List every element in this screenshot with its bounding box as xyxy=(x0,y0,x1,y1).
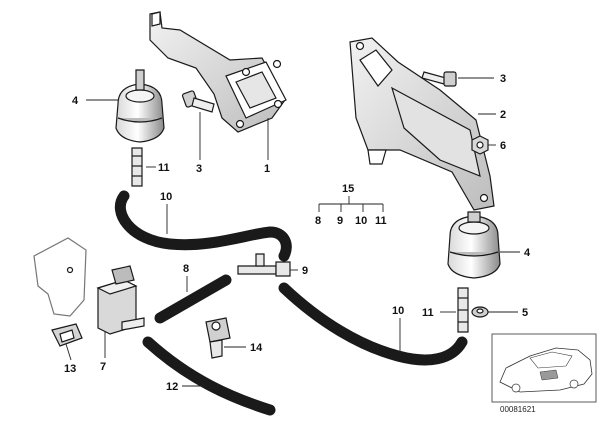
callout-4-right: 4 xyxy=(524,247,531,259)
bolt-left xyxy=(181,90,215,113)
engine-mount-right xyxy=(447,211,501,279)
nut xyxy=(471,135,489,155)
leader-lines xyxy=(65,77,520,387)
short-hose xyxy=(154,274,232,324)
valve-fitting xyxy=(205,317,231,359)
callout-7: 7 xyxy=(100,361,106,373)
solenoid-valve xyxy=(96,265,145,335)
engine-bracket-left xyxy=(149,11,287,133)
engine-mount-left xyxy=(115,69,165,143)
callout-13: 13 xyxy=(64,363,76,375)
callout-14: 14 xyxy=(250,342,263,354)
callout-10-right: 10 xyxy=(392,305,404,317)
engine-bracket-right xyxy=(349,37,495,211)
callout-8: 8 xyxy=(183,263,189,275)
callout-5: 5 xyxy=(522,307,528,319)
group15-item-10: 10 xyxy=(355,215,367,227)
part-number: 00081621 xyxy=(500,405,536,414)
valve-bracket xyxy=(33,237,87,317)
callout-12: 12 xyxy=(166,381,178,393)
callout-15: 15 xyxy=(342,183,354,195)
callout-labels: 4 3 1 11 10 3 2 6 15 4 5 11 10 8 9 7 13 … xyxy=(64,73,531,393)
vacuum-hose-lower xyxy=(278,282,468,366)
group15-item-11: 11 xyxy=(375,215,387,227)
car-silhouette xyxy=(499,347,593,393)
washer xyxy=(471,306,489,318)
callout-4-left: 4 xyxy=(72,95,79,107)
callout-2: 2 xyxy=(500,109,506,121)
callout-3-left: 3 xyxy=(196,163,202,175)
callout-1: 1 xyxy=(264,163,270,175)
t-connector xyxy=(237,253,291,277)
clip xyxy=(51,323,83,347)
callout-3-right: 3 xyxy=(500,73,506,85)
group15-item-9: 9 xyxy=(337,215,343,227)
bolt-right xyxy=(421,71,457,87)
callout-11-left: 11 xyxy=(158,162,170,174)
callout-10-left: 10 xyxy=(160,191,172,203)
long-hose xyxy=(142,336,276,416)
vacuum-hose-upper xyxy=(114,190,292,262)
hose-connector-left xyxy=(131,147,143,187)
group15-item-8: 8 xyxy=(315,215,321,227)
callout-6: 6 xyxy=(500,140,506,152)
hose-connector-right xyxy=(457,287,469,333)
vehicle-location-inset: 00081621 xyxy=(491,333,597,414)
callout-11-right: 11 xyxy=(422,307,434,319)
callout-9: 9 xyxy=(302,265,308,277)
